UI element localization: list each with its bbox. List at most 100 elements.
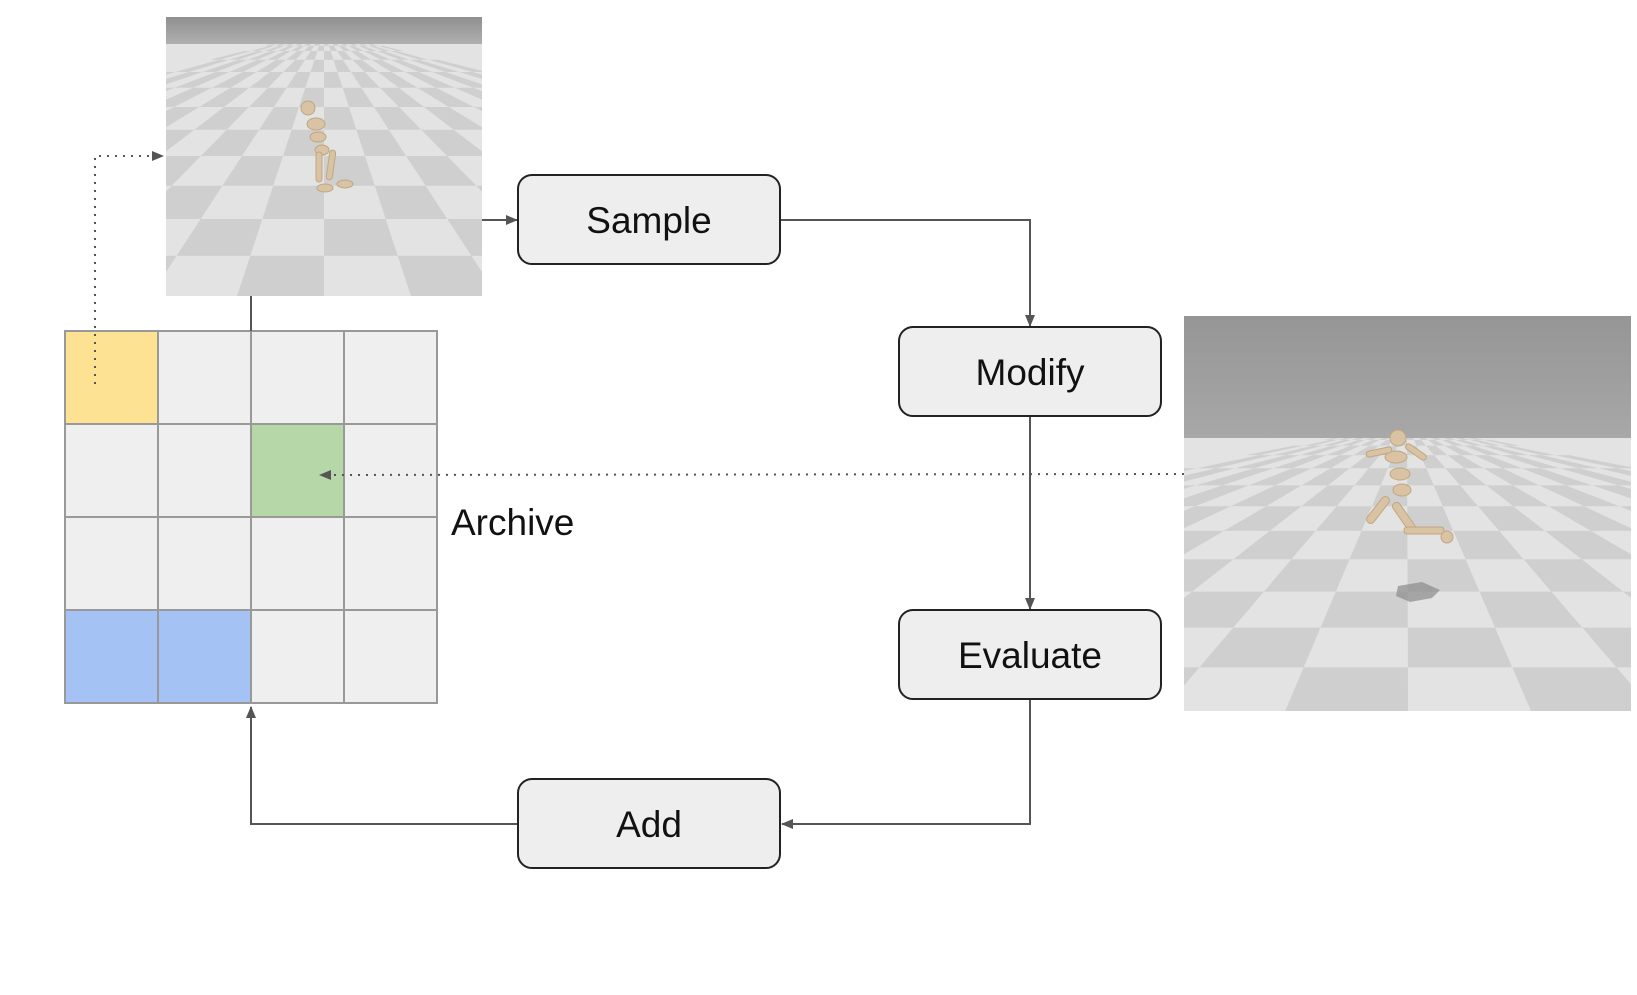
- floor-tile: [294, 44, 303, 46]
- floor-tile: [350, 44, 359, 46]
- floor-tile: [1301, 468, 1350, 486]
- floor-tile: [367, 44, 379, 46]
- evaluate-node: Evaluate: [898, 609, 1162, 700]
- floor-tile: [1184, 559, 1234, 592]
- floor-tile: [1407, 438, 1414, 440]
- floor-tile: [448, 592, 689, 628]
- floor-tile: [1184, 485, 1249, 507]
- floor-tile: [1592, 485, 1631, 499]
- floor-tile: [1360, 439, 1380, 446]
- floor-tile: [166, 72, 203, 85]
- archive-cell-filled: [157, 609, 252, 704]
- archive-cell-filled: [64, 609, 159, 704]
- archive-cell: [157, 330, 252, 425]
- floor-tile: [1320, 591, 1408, 628]
- floor-tile: [337, 51, 353, 60]
- floor-tile: [987, 256, 1193, 296]
- floor-tile: [574, 628, 797, 668]
- floor-tile: [432, 72, 482, 88]
- floor-tile: [248, 51, 278, 60]
- floor-tile: [1419, 438, 1428, 440]
- floor-tile: [390, 51, 429, 60]
- floor-tile: [37, 130, 130, 156]
- floor-tile: [428, 59, 482, 72]
- floor-tile: [1414, 439, 1426, 446]
- floor-tile: [977, 559, 1118, 591]
- floor-tile: [1407, 468, 1434, 486]
- floor-tile: [284, 44, 294, 46]
- floor-tile: [1523, 559, 1624, 592]
- floor-tile: [1528, 455, 1599, 469]
- floor-tile: [1548, 506, 1631, 531]
- archive-cell: [343, 423, 438, 518]
- floor-tile: [447, 219, 482, 256]
- floor-tile: [1623, 591, 1631, 598]
- floor-tile: [348, 45, 364, 51]
- floor-tile: [1378, 439, 1394, 446]
- floor-tile: [1019, 485, 1143, 506]
- floor-tile: [1349, 455, 1381, 469]
- floor-tile: [290, 45, 305, 51]
- floor-tile: [1184, 506, 1231, 529]
- floor-tile: [949, 506, 1090, 531]
- floor-tile: [1184, 667, 1200, 686]
- floor-tile: [941, 219, 1135, 256]
- floor-tile: [378, 45, 404, 51]
- arrow-evaluate-to-add: [781, 700, 1031, 829]
- floor-tile: [314, 44, 320, 46]
- floor-tile: [1501, 455, 1561, 469]
- archive-cell: [250, 609, 345, 704]
- floor-tile: [551, 130, 652, 156]
- floor-tile: [1323, 438, 1340, 440]
- floor-tile: [229, 51, 265, 60]
- floor-tile: [486, 130, 570, 156]
- archive-cell: [157, 516, 252, 611]
- floor-tile: [1326, 445, 1361, 456]
- floor-tile: [194, 107, 249, 130]
- archive-cell: [64, 516, 159, 611]
- floor-tile: [324, 156, 375, 186]
- floor-tile: [1619, 506, 1631, 511]
- floor-tile: [310, 59, 324, 72]
- floor-tile: [857, 506, 1019, 531]
- floor-tile: [1521, 468, 1593, 486]
- floor-tile: [1353, 445, 1379, 456]
- floor-tile: [1301, 485, 1355, 507]
- floor-tile: [492, 88, 574, 107]
- floor-tile: [1233, 530, 1316, 560]
- floor-tile: [166, 129, 195, 152]
- floor-tile: [421, 129, 482, 156]
- sampled-humanoid-image: [0, 17, 1193, 296]
- floor-tile: [781, 186, 941, 219]
- floor-tile: [417, 87, 474, 107]
- floor-tile: [222, 156, 283, 186]
- floor-tile: [249, 72, 284, 88]
- floor-tile: [286, 51, 305, 60]
- modify-node: Modify: [898, 326, 1162, 417]
- archive-cell: [64, 423, 159, 518]
- floor-tile: [1303, 439, 1338, 446]
- floor-tile: [1337, 438, 1352, 440]
- floor-tile: [174, 72, 230, 88]
- floor-tile: [1486, 485, 1549, 507]
- floor-tile: [328, 45, 338, 51]
- floor-tile: [459, 72, 482, 79]
- floor-tile: [1184, 468, 1236, 482]
- floor-tile: [883, 186, 1065, 219]
- floor-tile: [166, 87, 212, 107]
- floor-tile: [574, 107, 681, 130]
- floor-tile: [202, 59, 248, 72]
- floor-tile: [380, 87, 424, 107]
- floor-tile: [176, 219, 263, 256]
- floor-tile: [1322, 439, 1352, 446]
- archive-label: Archive: [451, 502, 574, 543]
- floor-tile: [1299, 445, 1342, 456]
- floor-tile: [1223, 506, 1302, 531]
- archive-cell: [343, 516, 438, 611]
- floor-tile: [1474, 455, 1522, 469]
- floor-tile: [166, 255, 177, 272]
- floor-tile: [473, 107, 482, 112]
- floor-tile: [166, 72, 176, 75]
- humanoid-shadow: [1396, 582, 1440, 602]
- floor-tile: [0, 256, 29, 296]
